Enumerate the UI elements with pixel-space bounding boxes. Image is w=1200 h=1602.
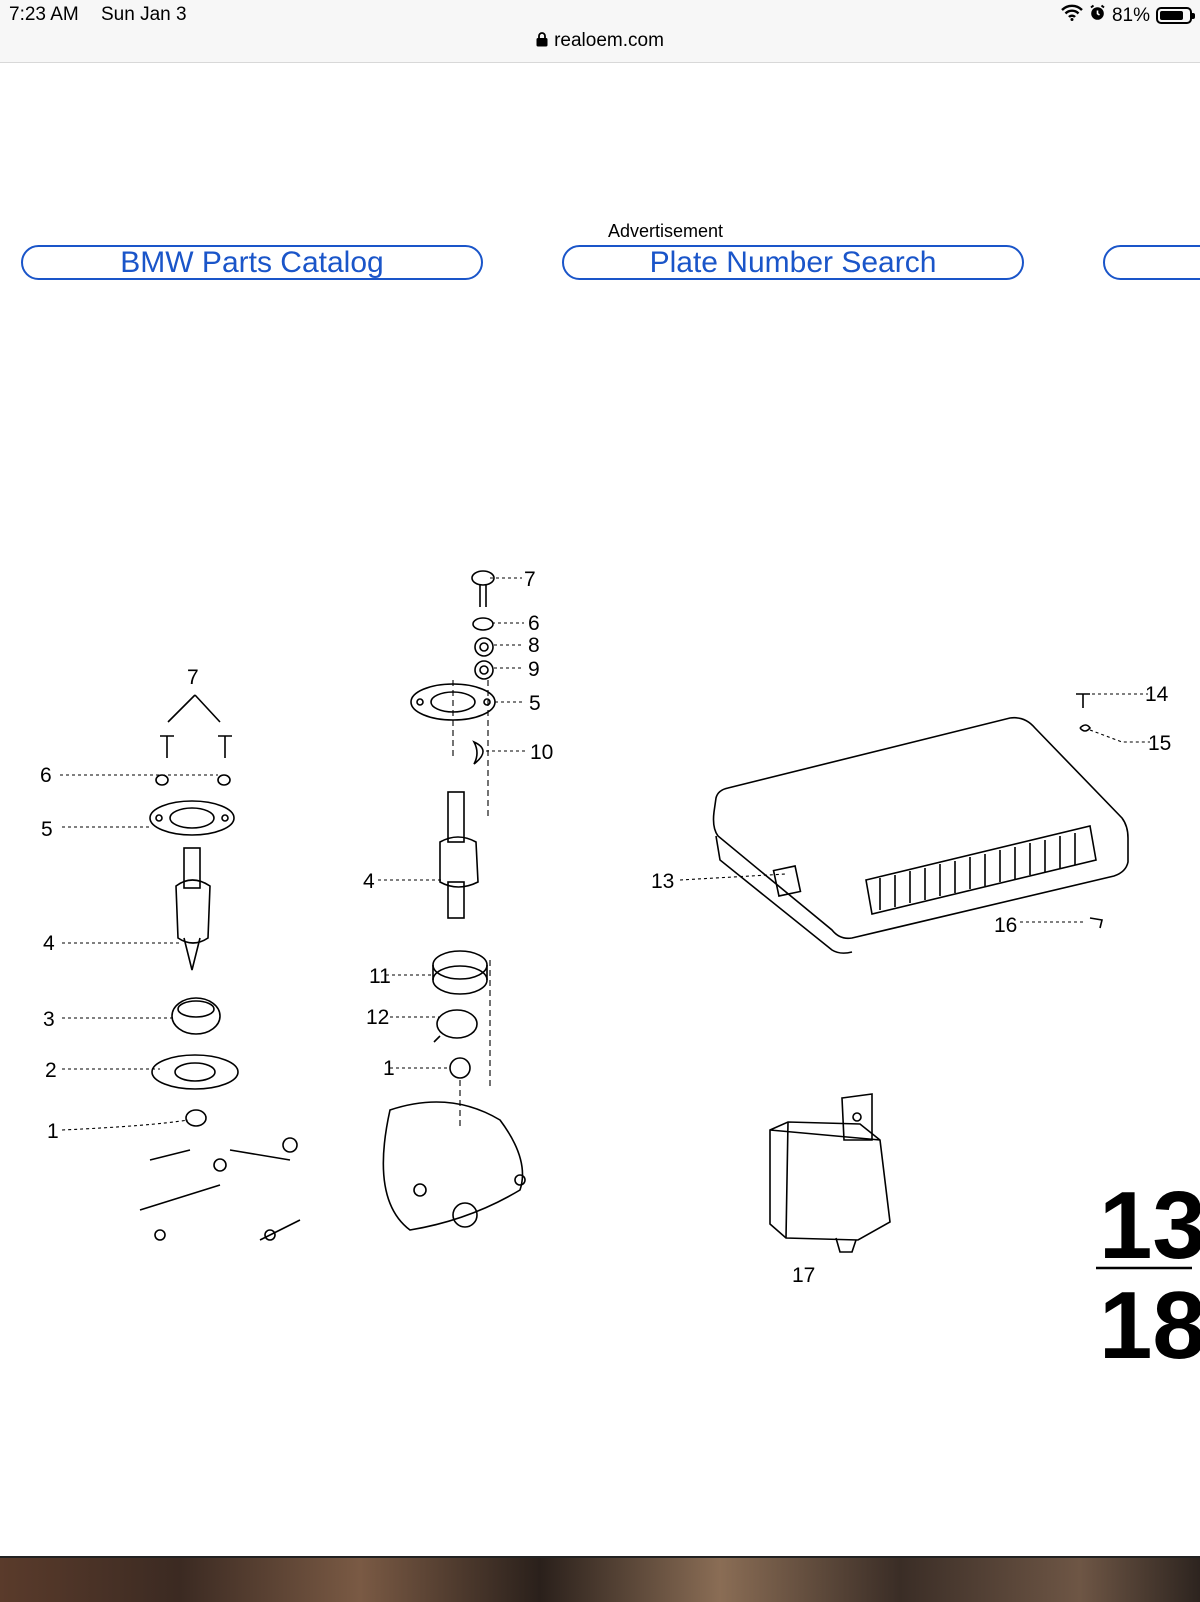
callout-label: 12 — [366, 1006, 389, 1029]
relay-box — [769, 1093, 891, 1253]
callout-label: 6 — [528, 612, 540, 635]
status-time: 7:23 AM — [9, 4, 79, 25]
callout-label: 4 — [43, 932, 55, 955]
callout-label: 13 — [651, 870, 674, 893]
third-nav-button[interactable] — [1103, 245, 1200, 280]
callout-label: 5 — [41, 818, 53, 841]
alarm-icon — [1089, 4, 1106, 27]
bottom-ad-banner[interactable] — [0, 1556, 1200, 1602]
callout-label: 2 — [45, 1059, 57, 1082]
callout-label: 3 — [43, 1008, 55, 1031]
advertisement-label: Advertisement — [608, 221, 724, 241]
address-bar[interactable]: realoem.com — [0, 30, 1200, 53]
status-date: Sun Jan 3 — [101, 4, 187, 25]
page-ref-top: 13 — [1099, 1172, 1200, 1279]
plate-number-search-button[interactable]: Plate Number Search — [562, 245, 1024, 280]
callout-label: 1 — [383, 1057, 395, 1080]
control-unit-leaders — [679, 693, 1150, 923]
battery-percent: 81% — [1111, 4, 1150, 26]
callout-label: 7 — [524, 568, 536, 591]
status-bar: 7:23 AM Sun Jan 3 realoem.com 81% — [0, 0, 1200, 63]
callout-label: 9 — [528, 658, 540, 681]
center-injector-assembly — [382, 570, 526, 1231]
page-reference: 13 18 — [1099, 1172, 1200, 1360]
callout-label: 4 — [363, 870, 375, 893]
control-unit — [712, 693, 1129, 954]
callout-label: 6 — [40, 764, 52, 787]
url-text: realoem.com — [554, 30, 664, 51]
callout-label: 5 — [529, 692, 541, 715]
lock-icon — [536, 31, 548, 53]
left-leaders — [60, 774, 218, 1131]
callout-label: 11 — [369, 965, 391, 988]
battery-icon — [1156, 7, 1195, 24]
page-ref-bottom: 18 — [1099, 1272, 1200, 1360]
callout-label: 16 — [994, 914, 1017, 937]
left-callout-labels: 7 6 5 4 3 2 1 — [40, 666, 199, 1143]
parts-diagram: 7 6 5 4 3 2 1 7 6 8 9 5 10 4 11 12 1 14 … — [40, 568, 1200, 1360]
callout-label: 1 — [47, 1120, 59, 1143]
left-injector-assembly — [139, 694, 301, 1241]
control-unit-callout-labels: 14 15 13 16 17 — [651, 683, 1171, 1287]
bmw-parts-catalog-button[interactable]: BMW Parts Catalog — [21, 245, 483, 280]
status-indicators: 81% — [1061, 4, 1195, 27]
center-callout-labels: 7 6 8 9 5 10 4 11 12 1 — [363, 568, 553, 1080]
center-leaders — [378, 577, 528, 1130]
callout-label: 15 — [1148, 732, 1171, 755]
callout-label: 10 — [530, 741, 553, 764]
callout-label: 7 — [187, 666, 199, 689]
callout-label: 17 — [792, 1264, 815, 1287]
wifi-icon — [1061, 4, 1083, 27]
callout-label: 14 — [1145, 683, 1169, 706]
callout-label: 8 — [528, 634, 540, 657]
